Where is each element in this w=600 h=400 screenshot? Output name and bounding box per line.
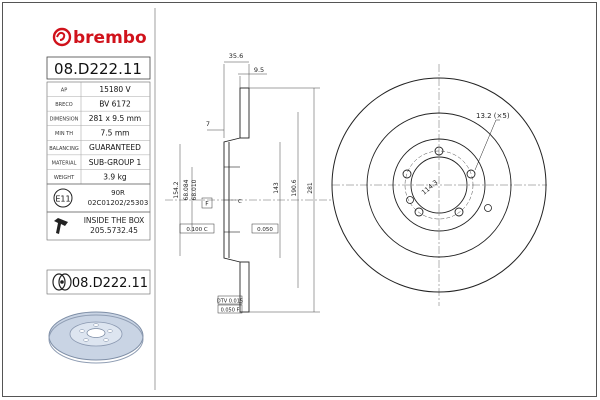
section-dimensions (179, 61, 320, 313)
dim-281: 281 (307, 182, 314, 194)
dim-total-width: 35.6 (229, 52, 243, 60)
dim-143: 143 (273, 182, 280, 194)
approval-mark: E11 (55, 195, 70, 204)
brand-name: brembo (73, 28, 147, 48)
dim-bolt-circle: 114.3 (420, 178, 439, 196)
dim-190: 190.6 (291, 179, 298, 196)
inside-box-title: INSIDE THE BOX (84, 216, 145, 225)
tol-runout: 0.100 C (186, 227, 207, 233)
dim-hub-3: 68.010 (191, 179, 198, 200)
section-labels: 35.6 9.5 7 154.2 68.084 68.010 143 190.6… (173, 52, 314, 205)
tol-parallel: 0.050 (257, 227, 273, 233)
front-labels: 13.2 (×5) 114.3 (420, 112, 510, 197)
tolerance-frames: 0.100 C 0.050 DTV 0.015 0.050 F (179, 223, 279, 314)
spec-label: AP (61, 87, 67, 93)
tol-dtv: DTV 0.015 (217, 299, 243, 305)
dim-hat-depth: 7 (206, 120, 210, 128)
datum-c: C (238, 199, 242, 205)
spec-value: BV 6172 (99, 99, 131, 108)
footer-part-row: 08.D222.11 (46, 269, 151, 295)
spec-value: 15180 V (99, 85, 131, 94)
dim-hub-2: 68.084 (183, 179, 190, 200)
part-number: 08.D222.11 (54, 60, 142, 78)
footer-part-number: 08.D222.11 (72, 276, 148, 291)
brembo-logo: brembo (52, 27, 147, 48)
approval-line-1: 90R (111, 189, 125, 197)
spec-value: SUB-GROUP 1 (89, 158, 142, 167)
approval-line-2: 02C01202/25303 (88, 199, 149, 207)
approval-row: E11 90R 02C01202/25303 (46, 183, 151, 213)
spec-label: WEIGHT (54, 175, 75, 181)
spec-value: GUARANTEED (89, 143, 141, 152)
technical-sheet: brembo 08.D222.11 AP 15180 V BRECO BV 6172D… (2, 2, 597, 397)
wrench-icon (54, 218, 68, 234)
spec-value: 3.9 kg (103, 172, 127, 181)
bolt-hole (454, 207, 464, 217)
disc-render (48, 311, 144, 364)
sheet-border (2, 2, 597, 397)
spec-label: MATERIAL (52, 160, 77, 166)
front-view (331, 64, 547, 306)
datum-f: F (201, 197, 213, 209)
spec-label: DIMENSION (50, 117, 79, 123)
spec-label: BALANCING (49, 146, 79, 152)
bolt-hole (466, 169, 476, 179)
spec-label: BRECO (55, 102, 73, 108)
spec-label: MIN TH (55, 131, 73, 137)
inside-box-code: 205.5732.45 (90, 226, 138, 235)
bolt-hole (414, 207, 424, 217)
bolt-hole (402, 169, 412, 179)
inside-box-row: INSIDE THE BOX 205.5732.45 (46, 211, 151, 241)
spec-panel: brembo 08.D222.11 AP 15180 V BRECO BV 6172D… (46, 27, 151, 364)
svg-text:F: F (205, 201, 209, 208)
disc-pair-icon (52, 273, 72, 291)
e11-icon (53, 188, 73, 208)
dim-holes: 13.2 (×5) (476, 112, 510, 120)
spec-value: 281 x 9.5 mm (89, 114, 141, 123)
bolt-hole (434, 146, 444, 156)
tol-flatness: 0.050 F (221, 308, 240, 314)
spec-value: 7.5 mm (101, 129, 130, 138)
dim-thickness: 9.5 (254, 66, 264, 74)
dim-hub-1: 154.2 (173, 181, 180, 198)
